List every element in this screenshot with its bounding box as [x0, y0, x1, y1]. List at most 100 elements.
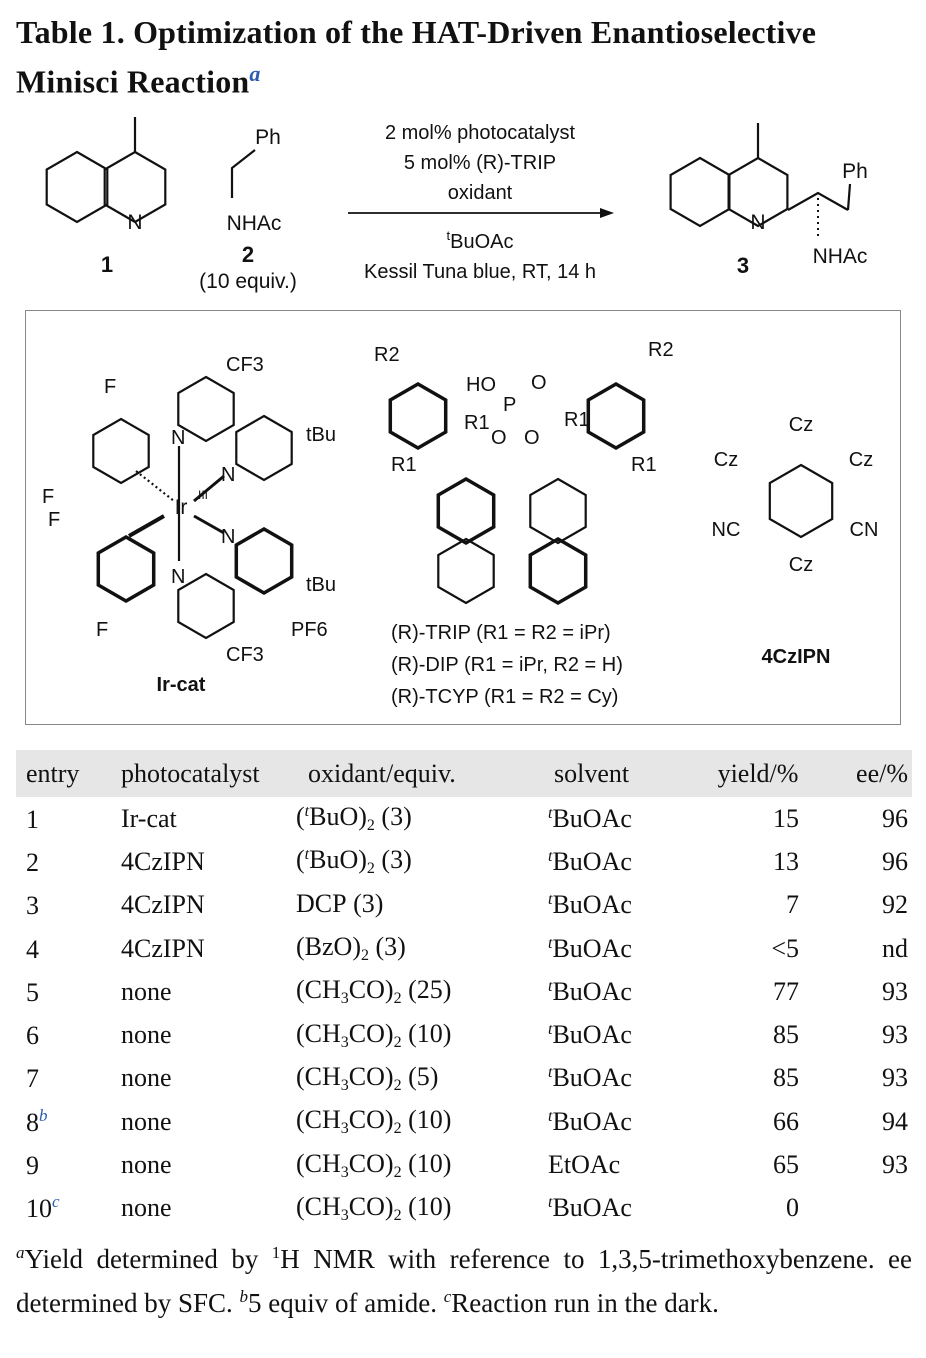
- solvent-sup: t: [548, 847, 553, 865]
- atom-f: F: [48, 509, 60, 531]
- r1-label: R1: [564, 409, 590, 431]
- solvent-name: BuOAc: [552, 890, 632, 920]
- photocatalyst-cell: 4CzIPN: [121, 890, 205, 920]
- oxidant-part: (: [296, 845, 305, 875]
- yield-cell: 85: [773, 1020, 799, 1050]
- photocatalyst-cell: none: [121, 1106, 172, 1136]
- oxidant-part: (25): [401, 975, 452, 1005]
- entry-cell: 10c: [16, 1187, 121, 1230]
- entry-number: 1: [26, 804, 39, 834]
- entry-cell: 3: [16, 884, 121, 927]
- ee-cell: 93: [882, 1063, 908, 1093]
- oxidant-part: 3: [340, 1163, 349, 1181]
- catalyst-structures-box: Ir III F F F F CF3 CF3 tBu tBu N N N N P…: [25, 310, 901, 725]
- oxidant-part: (CH: [296, 1148, 341, 1178]
- ring: [234, 526, 294, 596]
- entry-cell: 7: [16, 1057, 121, 1100]
- solvent-cell: tBuOAc: [548, 1100, 689, 1143]
- oxidant-part: 3: [340, 1033, 349, 1051]
- entry-number: 3: [26, 891, 39, 921]
- photocatalyst-cell: none: [121, 976, 172, 1006]
- entry-number: 10: [26, 1194, 52, 1224]
- condition-photocatalyst: 2 mol% photocatalyst: [385, 122, 576, 144]
- table-title: Table 1. Optimization of the HAT-Driven …: [16, 12, 916, 103]
- solvent-name: EtOAc: [548, 1150, 621, 1180]
- ee-cell: 94: [882, 1106, 908, 1136]
- ee-cell: 93: [882, 1150, 908, 1180]
- oxidant-part: 2: [360, 947, 369, 965]
- solvent-name: BuOAc: [552, 1106, 632, 1136]
- solvent-sup: t: [548, 891, 553, 909]
- solvent-sup: t: [548, 1021, 553, 1039]
- oxidant-part: (3): [368, 932, 406, 962]
- atom-o: O: [491, 427, 507, 449]
- ring: [177, 375, 235, 443]
- oxidant-part: (CH: [296, 1061, 341, 1091]
- footnote-marker-c: c: [443, 1287, 452, 1306]
- entry-cell: 5: [16, 970, 121, 1013]
- entry-cell: 1: [16, 797, 121, 840]
- oxidant-part: CO): [348, 1061, 394, 1091]
- compound-2-label: 2: [242, 242, 254, 267]
- ho-label: HO: [466, 374, 496, 396]
- solvent-cell: tBuOAc: [548, 1013, 689, 1056]
- r1-label: R1: [631, 454, 657, 476]
- yield-cell: 66: [773, 1106, 799, 1136]
- cz-label: Cz: [849, 449, 873, 471]
- ring: [45, 150, 109, 224]
- ring: [727, 156, 789, 228]
- oxidant-part: 2: [393, 1163, 402, 1181]
- oxidant-part: 3: [340, 990, 349, 1008]
- reaction-scheme: N 1 Ph NHAc 2 (10 equiv.) 2 mol% photoca…: [45, 117, 868, 293]
- photocatalyst-cell: Ir-cat: [121, 803, 177, 833]
- nhac-label: NHAc: [227, 212, 282, 235]
- oxidant-part: CO): [348, 1105, 394, 1135]
- solvent-sup: t: [548, 934, 553, 952]
- compound-1-label: 1: [101, 252, 113, 277]
- photocatalyst-cell: none: [121, 1150, 172, 1180]
- yield-cell: <5: [771, 933, 799, 963]
- oxidant-part: 3: [340, 1076, 349, 1094]
- column-header: photocatalyst: [121, 750, 296, 797]
- oxidant-part: (CH: [296, 975, 341, 1005]
- ring: [437, 537, 495, 605]
- atom-n: N: [127, 211, 142, 234]
- footnote-a-text-cont: H NMR with reference to 1,3,5-trimethoxy…: [16, 1244, 912, 1318]
- oxidant-cell: (CH3CO)2 (5): [296, 1057, 548, 1100]
- solvent-sup: t: [548, 804, 553, 822]
- oxidant-part: 2: [393, 1033, 402, 1051]
- oxidant-part: CO): [348, 975, 394, 1005]
- entry-cell: 8b: [16, 1100, 121, 1143]
- oxidant-part: (CH: [296, 1018, 341, 1048]
- oxidant-part: BuO): [309, 845, 367, 875]
- ir-oxidation-state: III: [198, 488, 208, 502]
- cn-label: CN: [850, 519, 879, 541]
- condition-trip: 5 mol% (R)-TRIP: [404, 152, 556, 174]
- solvent-cell: tBuOAc: [548, 927, 689, 970]
- solvent-cell: tBuOAc: [548, 1187, 689, 1230]
- ring: [528, 536, 588, 606]
- ring: [92, 417, 150, 485]
- footnote-a-text: Yield determined by: [24, 1244, 272, 1274]
- photocatalyst-cell: none: [121, 1020, 172, 1050]
- oxidant-part: t: [304, 846, 310, 864]
- nc-label: NC: [712, 519, 741, 541]
- photocatalyst-cell: 4CzIPN: [121, 846, 205, 876]
- ring: [768, 463, 834, 539]
- ring: [96, 534, 156, 604]
- ring: [235, 414, 293, 482]
- oxidant-part: (5): [401, 1061, 439, 1091]
- ring: [103, 150, 167, 224]
- quinoline-structure: [45, 150, 167, 224]
- photocatalyst-cell: none: [121, 1063, 172, 1093]
- ring: [586, 381, 646, 451]
- atom-f: F: [104, 376, 116, 398]
- cz-label: Cz: [714, 449, 738, 471]
- oxidant-cell: (CH3CO)2 (25): [296, 970, 548, 1013]
- oxidant-part: (CH: [296, 1105, 341, 1135]
- entry-number: 2: [26, 847, 39, 877]
